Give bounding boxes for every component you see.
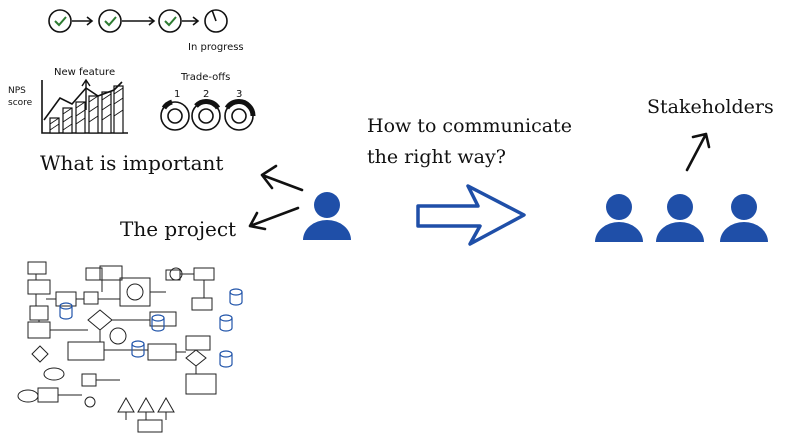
database-icon — [151, 314, 165, 332]
arrow-to-stakeholders-icon — [685, 132, 711, 172]
check-icon — [104, 16, 117, 27]
database-icon — [131, 340, 145, 358]
nps-annotation: New feature — [54, 67, 115, 78]
nps-chart: NPS score New feature — [8, 67, 128, 134]
tradeoff-num-1: 1 — [174, 89, 180, 100]
stakeholder-person-icon — [720, 194, 768, 242]
database-icon — [219, 350, 233, 368]
nps-bar-2 — [62, 107, 73, 134]
nps-bar-3 — [75, 101, 86, 134]
the-project-label: The project — [120, 217, 236, 241]
stakeholder-person-icon — [656, 194, 704, 242]
tradeoff-ring-1 — [160, 101, 190, 131]
arrow-icon — [72, 16, 94, 26]
arrow-icon — [122, 16, 156, 26]
person-icon — [303, 192, 351, 240]
arrow-icon — [182, 16, 200, 26]
in-progress-tick — [211, 9, 217, 22]
step-circle-1 — [48, 9, 72, 33]
bar-hatching — [49, 87, 124, 131]
step-circle-2 — [98, 9, 122, 33]
tradeoffs-title: Trade-offs — [180, 72, 230, 83]
step-circle-3 — [158, 9, 182, 33]
hollow-arrow-icon — [416, 184, 526, 246]
database-icon — [219, 314, 233, 332]
database-icon — [229, 288, 243, 306]
what-is-important-label: What is important — [40, 151, 223, 175]
question-line-2: the right way? — [367, 146, 506, 168]
tradeoff-num-3: 3 — [236, 89, 242, 100]
progress-chain — [48, 9, 228, 33]
in-progress-label: In progress — [188, 42, 244, 53]
question-line-1: How to communicate — [367, 115, 572, 137]
check-icon — [54, 16, 67, 27]
step-circle-4 — [204, 9, 228, 33]
database-icon — [59, 302, 73, 320]
nps-ylabel-1: NPS — [8, 86, 26, 96]
tradeoff-num-2: 2 — [203, 89, 209, 100]
nps-bar-1 — [49, 117, 60, 134]
arrow-to-important-icon — [260, 164, 304, 192]
nps-bar-4 — [88, 95, 99, 134]
database-icons — [59, 288, 243, 368]
stakeholder-person-icon — [595, 194, 643, 242]
nps-axes — [41, 80, 128, 134]
tradeoffs: Trade-offs 1 2 3 — [160, 72, 256, 131]
nps-ylabel-2: score — [8, 98, 33, 108]
up-arrow-icon — [81, 78, 91, 110]
flowchart-sketch — [17, 261, 217, 433]
nps-bar-5 — [101, 91, 112, 134]
arrow-to-project-icon — [248, 206, 300, 231]
stakeholders-label: Stakeholders — [647, 96, 774, 118]
check-icon — [164, 16, 177, 27]
